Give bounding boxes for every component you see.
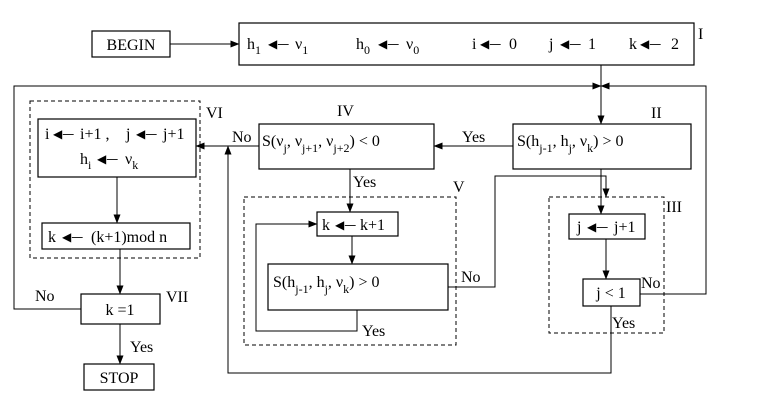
svg-text:ν1: ν1 <box>295 36 308 57</box>
svg-text:◀—: ◀— <box>335 218 356 232</box>
svg-text:◀—: ◀— <box>268 37 289 51</box>
update-3-text: j ◀— j+1 <box>576 219 635 236</box>
svg-text:i+1 ,: i+1 , <box>80 126 109 143</box>
svg-text:2: 2 <box>671 36 679 53</box>
svg-text:0: 0 <box>509 36 517 53</box>
svg-text:◀—: ◀— <box>62 230 83 244</box>
edge-label-no-7: No <box>35 288 55 305</box>
condition-5-text: S(hj-1, hj, νk) > 0 <box>273 274 380 296</box>
svg-text:◀—: ◀— <box>53 127 74 141</box>
edge-label-no-5: No <box>461 269 481 286</box>
svg-text:◀—: ◀— <box>97 152 118 166</box>
stop-box <box>83 363 155 391</box>
section-label-1: I <box>698 26 703 43</box>
condition-4-box <box>258 123 435 170</box>
svg-text:ν0: ν0 <box>406 36 419 57</box>
condition-2-text: S(hj-1, hj, νk) > 0 <box>517 133 624 155</box>
svg-text:j: j <box>576 219 581 236</box>
edge-label-yes-4-5: Yes <box>353 174 376 191</box>
svg-text:k: k <box>629 36 637 53</box>
connectors <box>13 40 707 374</box>
svg-text:j+1: j+1 <box>162 126 184 143</box>
stop-label: STOP <box>100 370 139 387</box>
section-6-frame <box>29 100 201 259</box>
svg-text:◀—: ◀— <box>136 127 157 141</box>
section-label-7: VII <box>166 289 188 306</box>
svg-text:1: 1 <box>588 36 596 53</box>
init-assignments: h1 ◀— ν1 h0 ◀— ν0 i ◀— 0 j ◀— 1 k ◀— 2 <box>247 36 679 57</box>
svg-text:j: j <box>125 126 130 143</box>
svg-text:k: k <box>322 217 330 234</box>
svg-text:νk: νk <box>125 151 138 172</box>
svg-text:◀—: ◀— <box>560 37 581 51</box>
svg-text:◀—: ◀— <box>480 37 501 51</box>
edge-label-yes-3: Yes <box>612 315 635 332</box>
begin-label: BEGIN <box>107 37 156 54</box>
update-6-box <box>37 118 197 178</box>
edge-label-yes-5-loop: Yes <box>362 323 385 340</box>
svg-text:◀—: ◀— <box>640 37 661 51</box>
condition-7-text: k =1 <box>105 302 134 319</box>
update-5-box <box>316 211 399 237</box>
svg-text:◀—: ◀— <box>587 220 608 234</box>
condition-7-box <box>80 293 161 325</box>
svg-text:i: i <box>472 36 477 53</box>
update-6-text: i ◀— i+1 , j ◀— j+1 hi ◀— νk <box>45 126 184 172</box>
svg-text:j+1: j+1 <box>613 219 635 236</box>
condition-3-text: j < 1 <box>595 285 625 302</box>
edge-label-yes-2-4: Yes <box>462 129 485 146</box>
svg-text:hi: hi <box>80 151 92 172</box>
section-label-4: IV <box>337 103 354 120</box>
edge-label-no-4-6: No <box>232 129 252 146</box>
update-5-text: k ◀— k+1 <box>322 217 385 234</box>
begin-box <box>91 30 171 58</box>
svg-text:j: j <box>548 36 553 53</box>
section-label-3: III <box>666 199 682 216</box>
svg-text:(k+1)mod n: (k+1)mod n <box>91 229 167 246</box>
section-label-6: VI <box>206 105 223 122</box>
edge-label-no-3: No <box>641 275 661 292</box>
svg-text:k: k <box>48 229 56 246</box>
svg-text:h1: h1 <box>247 36 261 57</box>
init-box <box>238 22 695 66</box>
svg-text:◀—: ◀— <box>378 37 399 51</box>
section-label-2: II <box>651 105 662 122</box>
condition-5-box <box>267 263 449 311</box>
condition-4-text: S(νj, νj+1, νj+2) < 0 <box>262 133 380 155</box>
edge-label-yes-7: Yes <box>130 339 153 356</box>
svg-text:h0: h0 <box>356 36 370 57</box>
svg-text:k+1: k+1 <box>360 217 385 234</box>
mod-6-text: k ◀— (k+1)mod n <box>48 229 167 246</box>
section-label-5: V <box>453 179 465 196</box>
svg-text:i: i <box>45 126 50 143</box>
update-3-box <box>568 213 646 240</box>
